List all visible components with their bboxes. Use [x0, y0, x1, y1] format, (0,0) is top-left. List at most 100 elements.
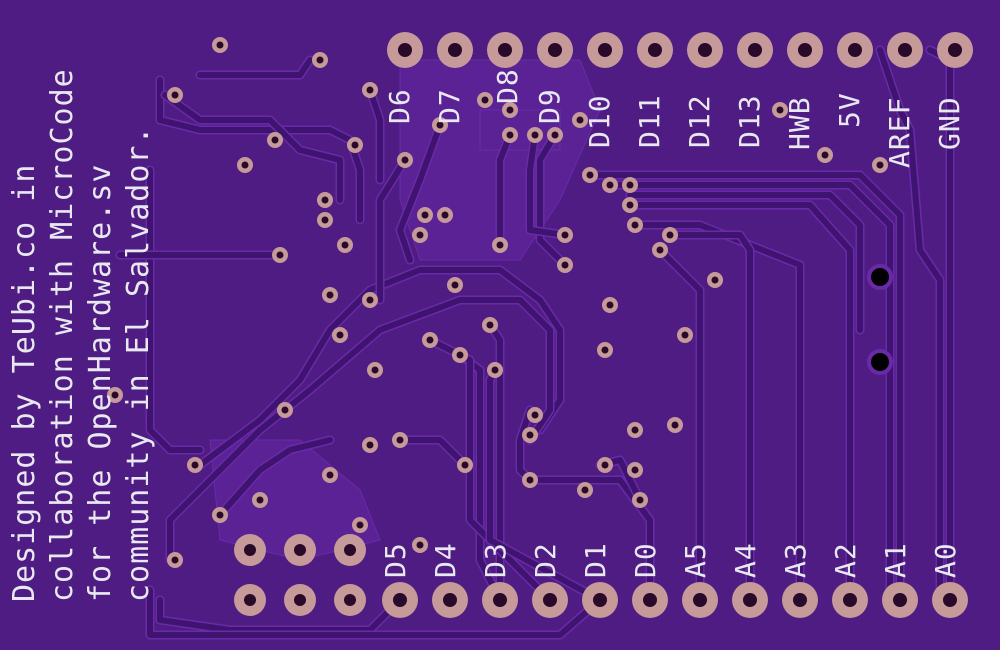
drill-hole	[743, 593, 757, 607]
drill-hole	[798, 43, 812, 57]
pin-label-aref: AREF	[883, 96, 916, 168]
drill-hole	[393, 593, 407, 607]
via-drill	[436, 121, 444, 129]
drill-hole	[244, 544, 256, 556]
drill-hole	[294, 594, 306, 606]
via-drill	[401, 156, 409, 164]
via-drill	[601, 461, 609, 469]
via-drill	[606, 301, 614, 309]
via-drill	[671, 421, 679, 429]
via-drill	[606, 181, 614, 189]
via-drill	[281, 406, 289, 414]
via-drill	[526, 431, 534, 439]
drill-hole	[548, 43, 562, 57]
via-drill	[631, 221, 639, 229]
via-drill	[561, 231, 569, 239]
drill-hole	[693, 593, 707, 607]
via-drill	[631, 426, 639, 434]
via-drill	[276, 251, 284, 259]
via-drill	[366, 86, 374, 94]
trace	[427, 337, 553, 603]
pin-label-5v: 5V	[833, 92, 866, 128]
via-drill	[481, 96, 489, 104]
trace	[487, 322, 503, 603]
drill-hole	[648, 43, 662, 57]
via-drill	[111, 391, 119, 399]
via-drill	[531, 131, 539, 139]
via-drill	[581, 486, 589, 494]
via-drill	[656, 246, 664, 254]
trace	[367, 87, 383, 183]
credit-line-4: community in El Salvador.	[121, 125, 156, 602]
via-drill	[681, 331, 689, 339]
pin-label-a3: A3	[779, 542, 812, 578]
trace	[657, 247, 703, 603]
via-drill	[341, 241, 349, 249]
via-drill	[351, 141, 359, 149]
via-drill	[356, 521, 364, 529]
pin-label-gnd: GND	[933, 96, 966, 150]
trace	[377, 157, 408, 303]
via-drill	[551, 131, 559, 139]
trace	[167, 297, 553, 563]
pin-label-d9: D9	[533, 88, 566, 124]
trace	[217, 437, 333, 518]
pin-label-hwb: HWB	[783, 96, 816, 150]
drill-hole	[398, 43, 412, 57]
via-drill	[776, 106, 784, 114]
drill-hole	[843, 593, 857, 607]
trace	[147, 587, 603, 638]
drill-hole	[344, 594, 356, 606]
via-drill	[451, 281, 459, 289]
pin-label-d12: D12	[683, 94, 716, 148]
trace	[627, 202, 853, 603]
credit-line-2: collaboration with MicroCode	[45, 68, 80, 602]
trace	[607, 182, 893, 603]
pin-label-d10: D10	[583, 94, 616, 148]
trace	[197, 57, 313, 78]
drill-hole	[948, 43, 962, 57]
pin-label-a0: A0	[929, 542, 962, 578]
via-drill	[271, 136, 279, 144]
via-drill	[586, 171, 594, 179]
drill-hole	[448, 43, 462, 57]
trace	[537, 132, 563, 263]
via-drill	[821, 151, 829, 159]
via-drill	[561, 261, 569, 269]
pin-label-a2: A2	[829, 542, 862, 578]
drill-hole	[543, 593, 557, 607]
drill-hole	[344, 544, 356, 556]
via-drill	[336, 331, 344, 339]
drill-hole	[593, 593, 607, 607]
via-drill	[666, 231, 674, 239]
via-drill	[416, 231, 424, 239]
via-drill	[171, 91, 179, 99]
via-drill	[626, 201, 634, 209]
via-drill	[456, 351, 464, 359]
drill-hole	[893, 593, 907, 607]
via-drill	[371, 366, 379, 374]
credit-line-3: for the OpenHardware.sv	[83, 163, 118, 602]
drill-hole	[598, 43, 612, 57]
drill-hole	[244, 594, 256, 606]
via-drill	[216, 511, 224, 519]
via-drill	[441, 211, 449, 219]
via-drill	[526, 476, 534, 484]
drill-hole	[848, 43, 862, 57]
pin-label-d0: D0	[629, 542, 662, 578]
pin-label-d7: D7	[433, 88, 466, 124]
trace	[397, 122, 443, 263]
credit-line-1: Designed by TeUbi.co in	[7, 163, 42, 602]
via-drill	[491, 366, 499, 374]
copper-pour	[209, 439, 381, 561]
via-drill	[241, 161, 249, 169]
mounting-hole	[871, 353, 889, 371]
pin-label-a5: A5	[679, 542, 712, 578]
via-drill	[366, 441, 374, 449]
trace	[587, 172, 903, 603]
drill-hole	[498, 43, 512, 57]
trace	[162, 92, 343, 203]
via-drill	[506, 106, 514, 114]
